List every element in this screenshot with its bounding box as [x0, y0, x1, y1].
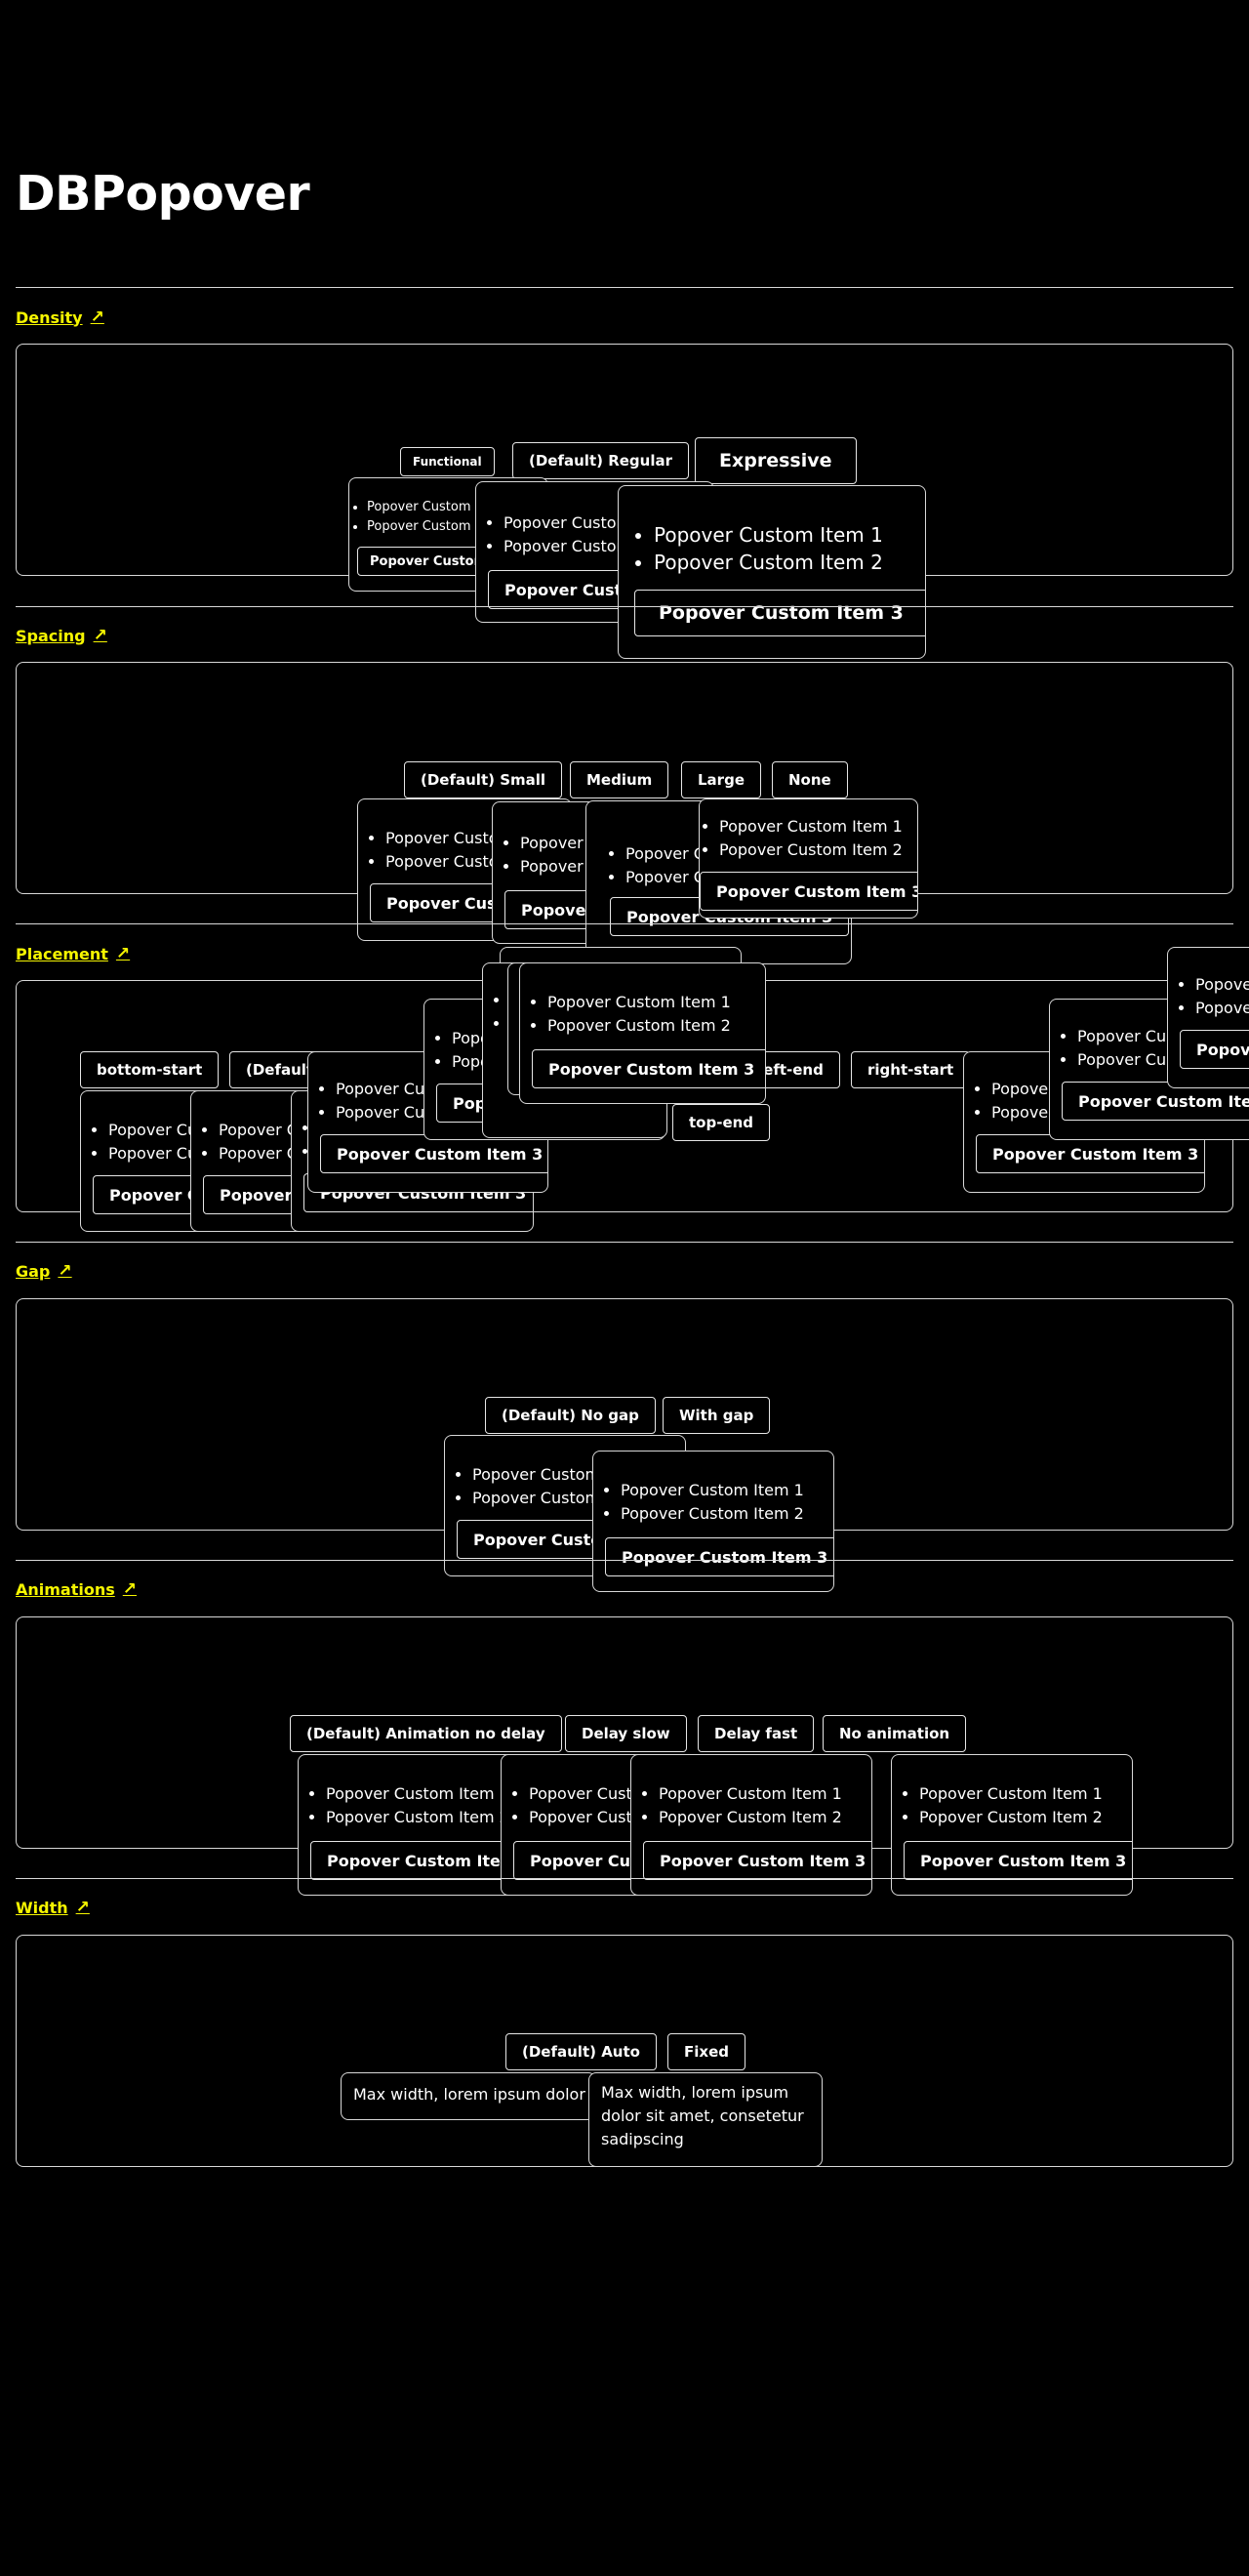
- section-link-gap[interactable]: Gap ↗: [16, 1261, 72, 1281]
- section-label: Width: [16, 1898, 68, 1917]
- popover-list: Popover Custom Item 1 Popover Custom Ite…: [643, 1782, 860, 1829]
- popover: Popover Custom Item 1 Popover Custom Ite…: [1167, 947, 1249, 1088]
- popover-item-3-button[interactable]: Popover Custom Item 3: [320, 1134, 547, 1173]
- list-item: Popover Custom Item 1: [326, 1782, 527, 1806]
- section-link-density[interactable]: Density ↗: [16, 307, 104, 327]
- list-item: Popover Custom Item 1: [654, 521, 909, 549]
- popover-list: Popover Custom Item 1 Popover Custom Ite…: [704, 815, 917, 862]
- list-item: Popover Custom Item 2: [1195, 997, 1249, 1020]
- arrow-up-right-icon: ↗: [58, 1261, 72, 1281]
- density-regular-button[interactable]: (Default) Regular: [512, 442, 689, 479]
- arrow-up-right-icon: ↗: [115, 944, 131, 963]
- spacing-small-button[interactable]: (Default) Small: [404, 761, 563, 798]
- section-divider: [16, 923, 1233, 924]
- popover-item-3-button[interactable]: Popover Custom Item 3: [643, 1841, 871, 1880]
- popover-list: Popover Custom Item 1 Popover Custom Ite…: [532, 991, 753, 1038]
- list-item: Popover Custom Item 2: [719, 838, 917, 862]
- popover-list: Popover Custom Item 1 Popover Custom Ite…: [605, 1479, 822, 1526]
- arrow-up-right-icon: ↗: [75, 1898, 90, 1917]
- section-label: Gap: [16, 1261, 51, 1281]
- density-functional-button[interactable]: Functional: [400, 447, 495, 476]
- list-item: Popover Custom Item 2: [654, 549, 909, 576]
- list-item: Popover Custom Item 2: [919, 1806, 1120, 1829]
- popover: Popover Custom Item 1 Popover Custom Ite…: [519, 962, 766, 1104]
- popover: Max width, lorem ipsum dolor sit amet, c…: [588, 2072, 823, 2167]
- spacing-medium-button[interactable]: Medium: [570, 761, 669, 798]
- section-link-animations[interactable]: Animations ↗: [16, 1579, 137, 1599]
- animations-delay-fast-button[interactable]: Delay fast: [698, 1715, 815, 1752]
- section-label: Density: [16, 307, 83, 327]
- popover: Max width, lorem ipsum dolor sit amet, c…: [341, 2072, 596, 2120]
- section-divider: [16, 1878, 1233, 1879]
- gap-no-gap-button[interactable]: (Default) No gap: [485, 1397, 656, 1434]
- popover: Popover Custom Item 1 Popover Custom Ite…: [618, 485, 926, 659]
- list-item: Popover Custom Item 2: [621, 1502, 822, 1526]
- gap-with-gap-button[interactable]: With gap: [663, 1397, 771, 1434]
- section-link-width[interactable]: Width ↗: [16, 1898, 90, 1917]
- animations-no-animation-button[interactable]: No animation: [823, 1715, 967, 1752]
- popover-text: Max width, lorem ipsum dolor sit amet, c…: [353, 2085, 595, 2104]
- list-item: Popover Custom Item 1: [719, 815, 917, 838]
- section-label: Spacing: [16, 626, 86, 645]
- popover-item-3-button[interactable]: Popover Custom Item 3: [700, 872, 917, 911]
- arrow-up-right-icon: ↗: [93, 626, 107, 645]
- animations-delay-slow-button[interactable]: Delay slow: [565, 1715, 687, 1752]
- list-item: Popover Custom Item 2: [547, 1014, 753, 1038]
- list-item: Popover Custom Item 1: [659, 1782, 860, 1806]
- list-item: Popover Custom Item 1: [1195, 973, 1249, 997]
- spacing-large-button[interactable]: Large: [681, 761, 761, 798]
- popover-item-3-button[interactable]: Popover Custom Item 3: [532, 1049, 765, 1088]
- list-item: Popover Custom Item 1: [919, 1782, 1120, 1806]
- list-item: Popover Custom Item 2: [659, 1806, 860, 1829]
- section-label: Placement: [16, 944, 108, 963]
- list-item: Popover Custom Item 1: [621, 1479, 822, 1502]
- popover-list: Popover Custom Item 1 Popover Custom Ite…: [904, 1782, 1120, 1829]
- section-label: Animations: [16, 1579, 115, 1599]
- popover-list: Popover Custom Item 1 Popover Custom Ite…: [634, 521, 909, 576]
- section-divider: [16, 287, 1233, 288]
- popover: Popover Custom Item 1 Popover Custom Ite…: [592, 1451, 834, 1592]
- popover-text: Max width, lorem ipsum dolor sit amet, c…: [601, 2083, 804, 2148]
- popover: Popover Custom Item 1 Popover Custom Ite…: [891, 1754, 1133, 1896]
- popover: Popover Custom Item 1 Popover Custom Ite…: [630, 1754, 872, 1896]
- popover-list: Popover Custom Item 1 Popover Custom Ite…: [310, 1782, 527, 1829]
- section-divider: [16, 1242, 1233, 1243]
- list-item: Popover Custom Item 2: [326, 1806, 527, 1829]
- spacing-none-button[interactable]: None: [772, 761, 848, 798]
- popover: Popover Custom Item 1 Popover Custom Ite…: [298, 1754, 540, 1896]
- placement-bottom-start-button[interactable]: bottom-start: [80, 1051, 220, 1088]
- popover-item-3-button[interactable]: Popover Custom Item 3: [605, 1537, 833, 1576]
- arrow-up-right-icon: ↗: [90, 307, 104, 327]
- placement-top-end-button[interactable]: top-end: [672, 1104, 771, 1141]
- popover-item-3-button[interactable]: Popover Custom Item 3: [1180, 1030, 1249, 1069]
- width-auto-button[interactable]: (Default) Auto: [505, 2033, 657, 2070]
- section-link-placement[interactable]: Placement ↗: [16, 944, 130, 963]
- popover-item-3-button[interactable]: Popover Custom Item 3: [904, 1841, 1132, 1880]
- popover: Popover Custom Item 1 Popover Custom Ite…: [699, 798, 918, 919]
- density-expressive-button[interactable]: Expressive: [695, 437, 857, 484]
- page-title: DBPopover: [16, 166, 310, 222]
- arrow-up-right-icon: ↗: [122, 1579, 138, 1599]
- section-divider: [16, 606, 1233, 607]
- popover-list: Popover Custom Item 1 Popover Custom Ite…: [1180, 973, 1249, 1020]
- popover-item-3-button[interactable]: Popover Custom Item 3: [976, 1134, 1204, 1173]
- section-divider: [16, 1560, 1233, 1561]
- width-fixed-button[interactable]: Fixed: [667, 2033, 745, 2070]
- section-link-spacing[interactable]: Spacing ↗: [16, 626, 107, 645]
- popover-item-3-button[interactable]: Popover Custom Item 3: [634, 590, 925, 636]
- placement-right-start-button[interactable]: right-start: [851, 1051, 971, 1088]
- list-item: Popover Custom Item 1: [547, 991, 753, 1014]
- animations-no-delay-button[interactable]: (Default) Animation no delay: [290, 1715, 562, 1752]
